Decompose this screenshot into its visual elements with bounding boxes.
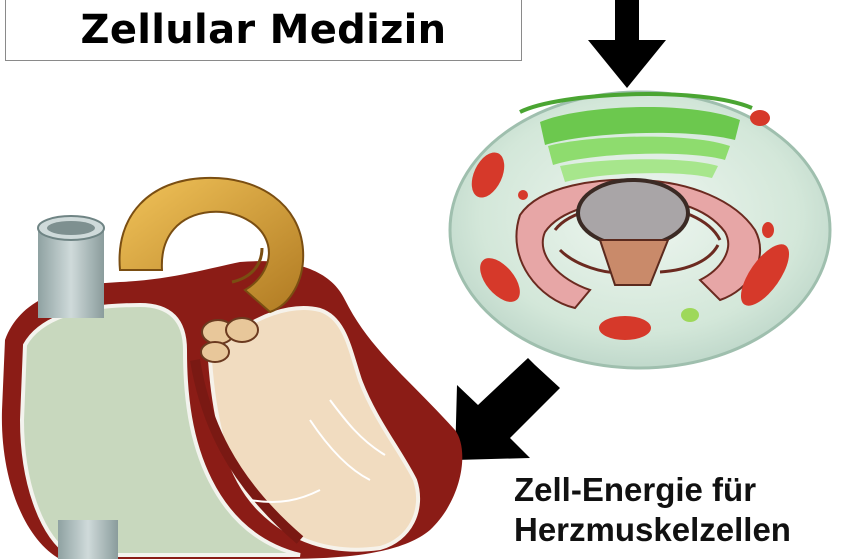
diagonal-arrow-icon xyxy=(455,358,560,460)
vena-cava-lower xyxy=(58,520,118,559)
down-arrow-icon xyxy=(588,0,666,88)
caption-line-2: Herzmuskelzellen xyxy=(514,510,841,550)
cell-diagram xyxy=(450,92,830,368)
heart-diagram xyxy=(2,178,462,559)
cell-nucleus xyxy=(578,180,688,246)
caption-line-1: Zell-Energie für xyxy=(514,470,841,510)
caption: Zell-Energie für Herzmuskelzellen xyxy=(514,470,841,550)
vena-cava-upper xyxy=(38,216,104,318)
